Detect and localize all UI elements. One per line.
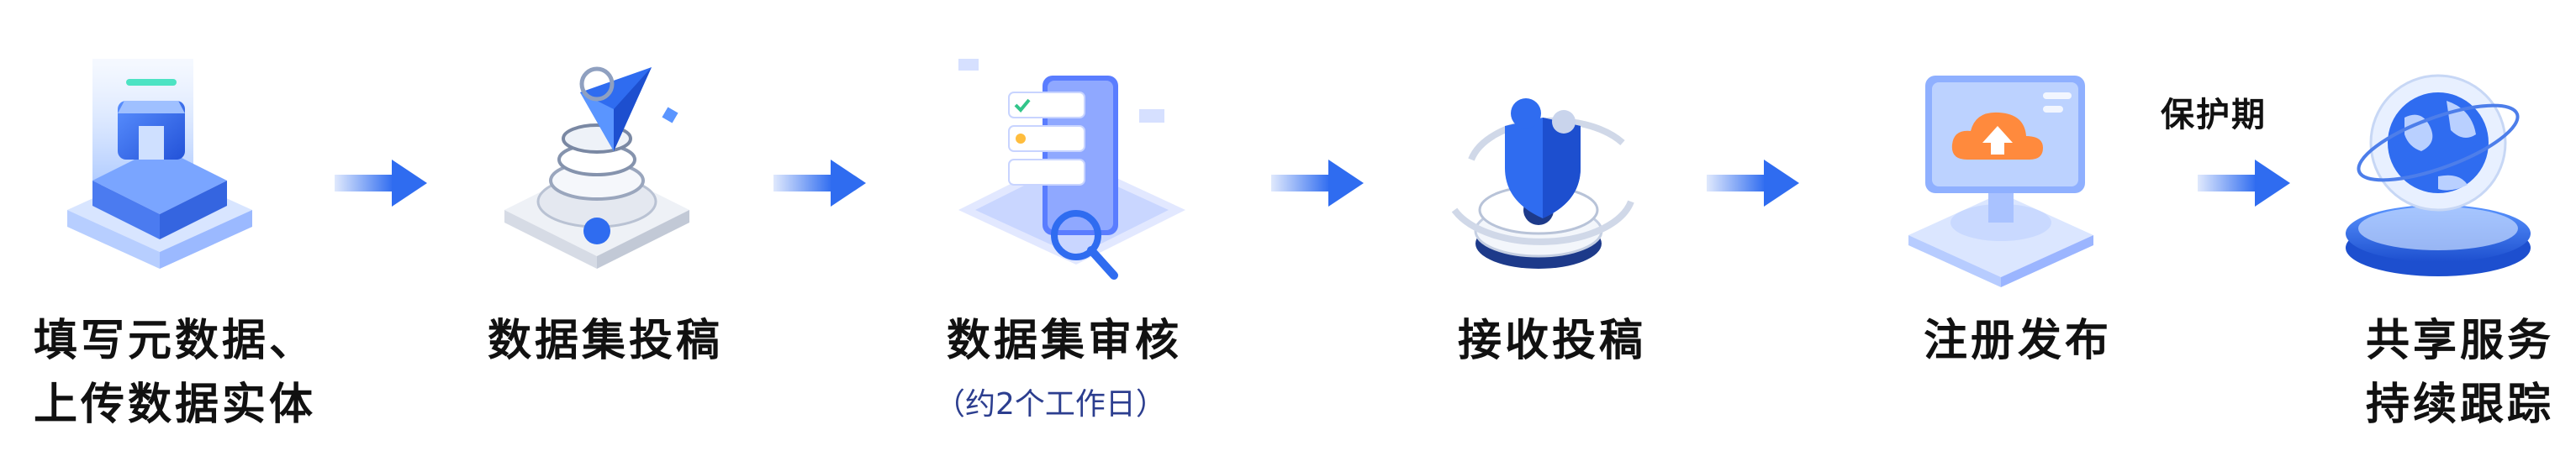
phone-review-icon <box>958 59 1185 280</box>
step-label-line1: 注册发布 <box>1924 316 2113 366</box>
step-label: 接收投稿 <box>1458 309 1646 373</box>
step-receive-submission: 接收投稿 <box>1421 0 1707 472</box>
step-label-line2: 持续跟踪 <box>2366 380 2555 430</box>
step-label-line1: 接收投稿 <box>1458 316 1647 366</box>
step-fill-metadata: 填写元数据、 上传数据实体 <box>0 0 313 472</box>
arrow-right-icon <box>2198 160 2290 207</box>
step-label: 共享服务 持续跟踪 <box>2366 309 2554 437</box>
step-label-line1: 数据集投稿 <box>488 316 724 366</box>
protection-period-label: 保护期 <box>2161 96 2267 134</box>
step-label-line2: 上传数据实体 <box>34 380 317 430</box>
shield-icon <box>1451 98 1634 269</box>
paper-plane-icon <box>504 66 689 269</box>
step-label-line1: 数据集审核 <box>947 316 1183 366</box>
step-label-line1: 填写元数据、 <box>34 316 317 366</box>
cloud-upload-monitor-icon <box>1908 76 2093 287</box>
globe-icon <box>2346 74 2531 276</box>
arrow-right-icon <box>1707 160 1799 207</box>
step-label: 数据集投稿 <box>488 309 723 373</box>
step-label: 填写元数据、 上传数据实体 <box>34 309 316 437</box>
step-note: （约2个工作日） <box>935 387 1166 422</box>
arrow-right-icon <box>773 160 866 207</box>
step-label: 注册发布 <box>1924 309 2112 373</box>
store-icon <box>67 59 252 269</box>
step-dataset-review: 数据集审核 （约2个工作日） <box>925 0 1244 472</box>
step-dataset-submission: 数据集投稿 <box>454 0 757 472</box>
step-label-line1: 共享服务 <box>2366 316 2555 366</box>
arrow-right-icon <box>1271 160 1364 207</box>
arrow-right-icon <box>335 160 427 207</box>
step-register-publish: 注册发布 <box>1875 0 2152 472</box>
step-label: 数据集审核 <box>947 309 1182 373</box>
step-share-service: 共享服务 持续跟踪 <box>2312 0 2576 472</box>
